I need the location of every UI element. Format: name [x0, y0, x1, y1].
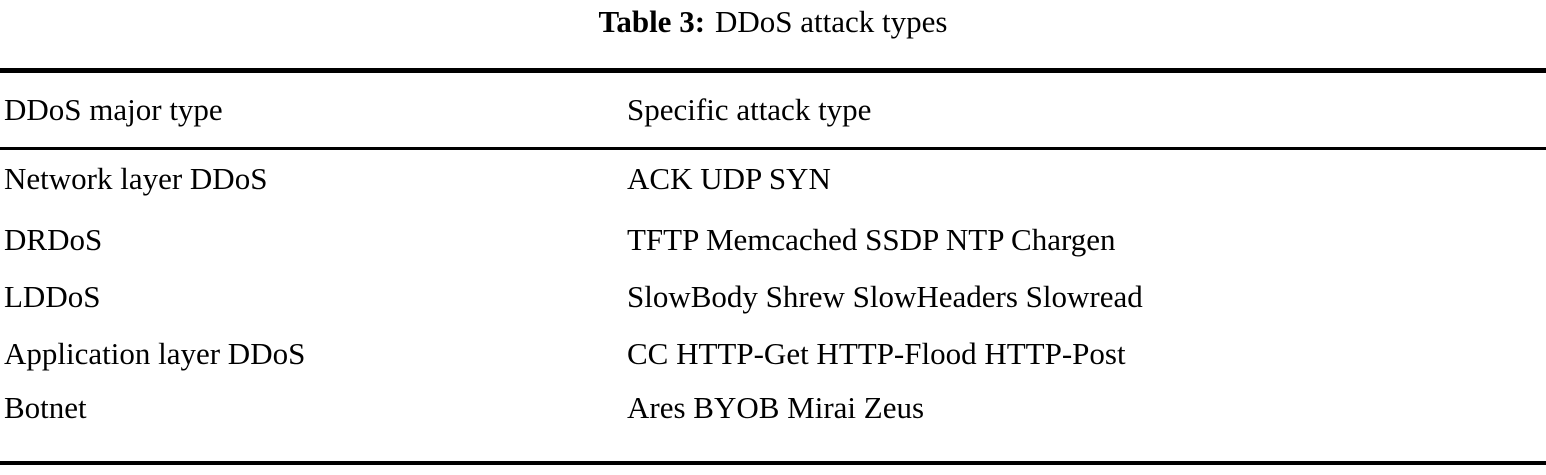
- column-header-specific-type: Specific attack type: [627, 92, 872, 127]
- table-row: Botnet Ares BYOB Mirai Zeus: [0, 382, 1546, 437]
- caption-text: DDoS attack types: [715, 4, 948, 39]
- cell-major-type: Network layer DDoS: [4, 161, 268, 196]
- table-bottom-rule: [0, 461, 1546, 465]
- table-row: LDDoS SlowBody Shrew SlowHeaders Slowrea…: [0, 268, 1546, 325]
- table-row: DRDoS TFTP Memcached SSDP NTP Chargen: [0, 211, 1546, 268]
- cell-major-type: LDDoS: [4, 279, 101, 314]
- cell-major-type: DRDoS: [4, 222, 103, 257]
- table-top-rule: [0, 68, 1546, 73]
- table-row: Network layer DDoS ACK UDP SYN: [0, 147, 1546, 211]
- cell-major-type: Application layer DDoS: [4, 336, 306, 371]
- table-header-row: DDoS major type Specific attack type: [0, 73, 1546, 147]
- cell-specific-types: CC HTTP-Get HTTP-Flood HTTP-Post: [627, 336, 1126, 371]
- table-row: Application layer DDoS CC HTTP-Get HTTP-…: [0, 325, 1546, 382]
- column-header-major-type: DDoS major type: [4, 92, 223, 127]
- ddos-attack-types-table: DDoS major type Specific attack type Net…: [0, 73, 1546, 437]
- cell-specific-types: ACK UDP SYN: [627, 161, 831, 196]
- caption-label: Table 3:: [598, 4, 706, 39]
- cell-specific-types: SlowBody Shrew SlowHeaders Slowread: [627, 279, 1143, 314]
- cell-specific-types: Ares BYOB Mirai Zeus: [627, 390, 925, 425]
- cell-specific-types: TFTP Memcached SSDP NTP Chargen: [627, 222, 1116, 257]
- cell-major-type: Botnet: [4, 390, 87, 425]
- table-caption: Table 3: DDoS attack types: [0, 2, 1546, 42]
- table-header-rule: [0, 147, 1546, 150]
